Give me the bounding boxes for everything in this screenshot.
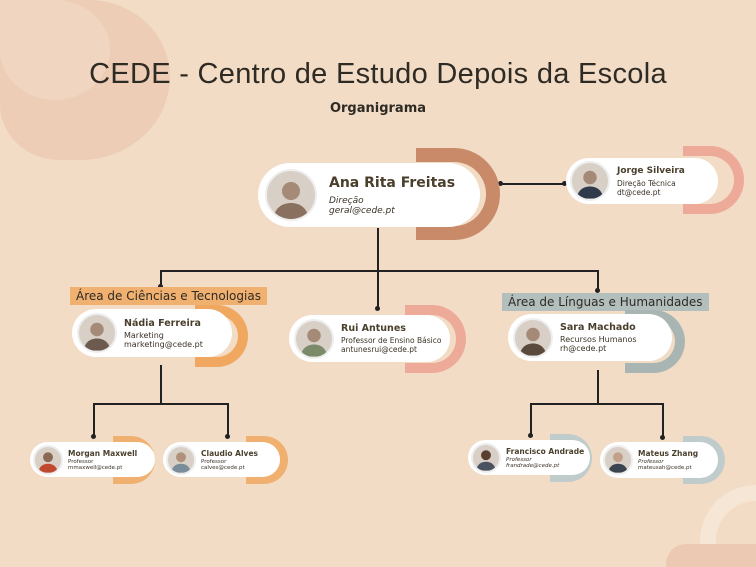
person-name: Nádia Ferreira <box>124 317 201 329</box>
area-label-ciencias: Área de Ciências e Tecnologias <box>70 287 267 305</box>
area-label-linguas: Área de Línguas e Humanidades <box>502 293 709 311</box>
card-nadia: Nádia Ferreira Marketing marketing@cede.… <box>72 309 232 357</box>
card-accent <box>405 305 466 373</box>
person-email: mmaxwell@cede.pt <box>68 464 123 471</box>
person-role: Professor de Ensino Básico <box>341 336 442 345</box>
card-accent <box>683 146 744 214</box>
person-name: Ana Rita Freitas <box>329 174 456 191</box>
connector <box>530 403 663 405</box>
avatar <box>294 318 334 359</box>
connector-dot <box>562 181 567 186</box>
card-rui: Rui Antunes Professor de Ensino Básico a… <box>289 315 450 362</box>
person-role: Professor <box>201 458 227 465</box>
person-role: Recursos Humanos <box>560 335 637 344</box>
connector <box>662 403 664 438</box>
person-role: Direção <box>329 195 364 206</box>
person-email: frandrade@cede.pt <box>506 462 560 469</box>
card-ana: Ana Rita Freitas Direção geral@cede.pt <box>258 163 480 227</box>
connector-dot <box>528 433 533 438</box>
avatar <box>471 442 501 473</box>
person-name: Francisco Andrade <box>506 446 585 456</box>
avatar <box>265 169 317 221</box>
avatar <box>166 444 196 475</box>
avatar <box>570 161 610 201</box>
connector <box>597 370 599 403</box>
person-name: Rui Antunes <box>341 323 406 334</box>
card-accent <box>246 436 288 484</box>
connector <box>160 365 162 403</box>
person-name: Morgan Maxwell <box>68 448 138 458</box>
connector <box>530 403 532 436</box>
person-role: Professor <box>68 458 94 465</box>
connector-dot <box>595 288 600 293</box>
card-francisco: Francisco Andrade Professor frandrade@ce… <box>468 440 590 475</box>
person-role: Marketing <box>124 330 164 340</box>
avatar <box>33 444 63 475</box>
card-sara: Sara Machado Recursos Humanos rh@cede.pt <box>508 314 672 361</box>
connector <box>160 270 598 272</box>
person-role: Professor <box>638 459 664 465</box>
page-title: CEDE - Centro de Estudo Depois da Escola <box>89 58 667 90</box>
person-role: Direção Técnica <box>617 178 676 188</box>
card-morgan: Morgan Maxwell Professor mmaxwell@cede.p… <box>30 442 155 477</box>
person-email: mateusah@cede.pt <box>638 465 692 471</box>
connector <box>93 403 228 405</box>
card-claudio: Claudio Alves Professor calves@cede.pt <box>163 442 280 477</box>
card-accent <box>195 305 248 367</box>
page-subtitle: Organigrama <box>329 101 427 116</box>
connector-dot <box>158 284 163 289</box>
connector <box>500 183 566 185</box>
connector-dot <box>225 434 230 439</box>
person-name: Mateus Zhang <box>638 449 699 458</box>
person-email: dt@cede.pt <box>617 187 661 197</box>
decor-blob <box>0 0 110 100</box>
connector <box>160 270 162 288</box>
person-email: rh@cede.pt <box>560 344 607 353</box>
connector-dot <box>375 306 380 311</box>
person-email: marketing@cede.pt <box>124 339 203 349</box>
avatar <box>77 313 117 353</box>
connector-dot <box>498 181 503 186</box>
connector <box>597 270 599 292</box>
person-name: Claudio Alves <box>201 448 258 458</box>
connector <box>377 228 379 310</box>
avatar <box>513 317 553 358</box>
connector <box>227 403 229 437</box>
avatar <box>603 445 633 475</box>
person-email: calves@cede.pt <box>201 464 245 471</box>
connector-dot <box>660 435 665 440</box>
person-email: antunesrui@cede.pt <box>341 345 417 354</box>
decor-blob <box>666 544 756 567</box>
person-role: Professor <box>506 456 532 463</box>
person-name: Jorge Silveira <box>617 165 685 176</box>
card-jorge: Jorge Silveira Direção Técnica dt@cede.p… <box>566 158 718 204</box>
card-mateus: Mateus Zhang Professor mateusah@cede.pt <box>600 442 718 478</box>
connector-dot <box>91 434 96 439</box>
person-email: geral@cede.pt <box>329 205 395 216</box>
person-name: Sara Machado <box>560 322 636 333</box>
connector <box>93 403 95 437</box>
card-accent <box>683 436 725 484</box>
